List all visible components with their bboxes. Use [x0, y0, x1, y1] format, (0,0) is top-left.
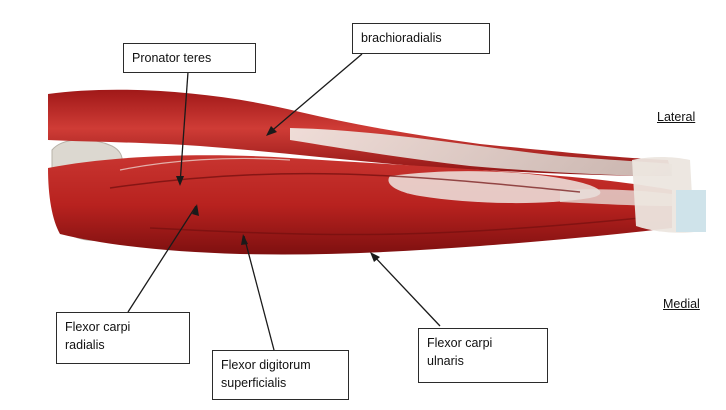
label-flexor-carpi-ulnaris: Flexor carpi ulnaris: [418, 328, 548, 383]
pointer-flexor-carpi-ulnaris: [372, 254, 440, 326]
label-brachioradialis-text: brachioradialis: [361, 31, 442, 45]
label-flexor-carpi-radialis-line2: radialis: [65, 336, 181, 354]
wrist-tint: [676, 190, 706, 232]
label-brachioradialis: brachioradialis: [352, 23, 490, 54]
label-flexor-digitorum-line1: Flexor digitorum: [221, 356, 340, 374]
label-flexor-digitorum-superficialis: Flexor digitorum superficialis: [212, 350, 349, 400]
label-flexor-carpi-radialis: Flexor carpi radialis: [56, 312, 190, 364]
label-flexor-carpi-ulnaris-line1: Flexor carpi: [427, 334, 539, 352]
label-flexor-carpi-radialis-line1: Flexor carpi: [65, 318, 181, 336]
label-pronator-teres-text: Pronator teres: [132, 51, 211, 65]
label-flexor-digitorum-line2: superficialis: [221, 374, 340, 392]
orientation-medial: Medial: [663, 297, 700, 311]
label-flexor-carpi-ulnaris-line2: ulnaris: [427, 352, 539, 370]
label-pronator-teres: Pronator teres: [123, 43, 256, 73]
orientation-lateral: Lateral: [657, 110, 695, 124]
